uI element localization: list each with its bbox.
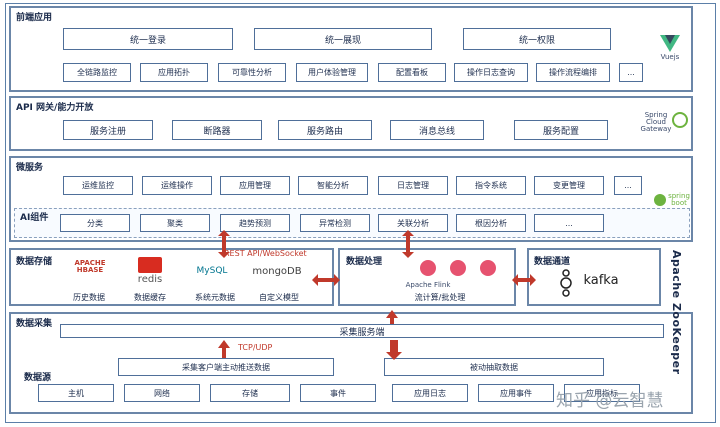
system-meta-label: 系统元数据	[195, 293, 235, 302]
service-routing-box: 服务路由	[278, 120, 372, 140]
channel-title: 数据通道	[534, 257, 571, 267]
unified-login-box: 统一登录	[63, 28, 233, 50]
storage-title: 数据存储	[16, 257, 53, 267]
tcp-udp-label: TCP/UDP	[238, 343, 273, 352]
microservice-more-box: ...	[614, 176, 642, 195]
app-mgmt-box: 应用管理	[220, 176, 290, 195]
frontend-title: 前端应用	[16, 13, 53, 23]
ai-title: AI组件	[20, 213, 49, 223]
storage-box: 存储	[210, 384, 290, 402]
spring-gateway-logo-text: Spring Cloud Gateway	[640, 111, 672, 133]
history-data-label: 历史数据	[73, 293, 105, 302]
client-push-box: 采集客户端主动推送数据	[118, 358, 334, 376]
zookeeper-label: Apache ZooKeeper	[670, 250, 683, 375]
smart-analysis-box: 智能分析	[298, 176, 368, 195]
ops-monitor-box: 运维监控	[63, 176, 133, 195]
service-registry-box: 服务注册	[63, 120, 153, 140]
service-config-box: 服务配置	[514, 120, 608, 140]
passive-extract-box: 被动抽取数据	[384, 358, 604, 376]
app-event-box: 应用事件	[478, 384, 554, 402]
network-box: 网络	[124, 384, 200, 402]
redis-logo-text: redis	[137, 274, 163, 285]
spring-boot-logo-text: spring boot	[668, 192, 690, 207]
unified-permission-box: 统一权限	[463, 28, 611, 50]
vue-logo-text: Vuejs	[660, 53, 680, 61]
root-cause-box: 根因分析	[456, 214, 526, 232]
ux-mgmt-box: 用户体验管理	[296, 63, 368, 82]
message-bus-box: 消息总线	[390, 120, 484, 140]
flink-logo-text: Apache Flink	[405, 281, 451, 289]
correlation-box: 关联分析	[378, 214, 448, 232]
hbase-logo: APACHE HBASE	[74, 259, 106, 274]
host-box: 主机	[38, 384, 114, 402]
app-metric-box: 应用指标	[564, 384, 640, 402]
ai-more-box: ...	[534, 214, 604, 232]
classification-box: 分类	[60, 214, 130, 232]
sources-title: 数据源	[24, 373, 52, 383]
processing-title: 数据处理	[346, 257, 383, 267]
oplog-query-box: 操作日志查询	[454, 63, 528, 82]
rest-api-label: REST API/WebSocket	[224, 249, 307, 258]
app-log-box: 应用日志	[392, 384, 468, 402]
channel-section	[527, 248, 661, 306]
circuit-breaker-box: 断路器	[172, 120, 262, 140]
custom-model-label: 自定义模型	[259, 293, 299, 302]
config-board-box: 配置看板	[378, 63, 446, 82]
clustering-box: 聚类	[140, 214, 210, 232]
storage-section	[9, 248, 334, 306]
processing-section	[338, 248, 516, 306]
watermark: 知乎 @云智慧	[556, 391, 664, 411]
op-orchestration-box: 操作流程编排	[536, 63, 610, 82]
anomaly-detect-box: 异常检测	[300, 214, 370, 232]
ops-operation-box: 运维操作	[142, 176, 212, 195]
gateway-title: API 网关/能力开放	[16, 103, 94, 113]
microservice-title: 微服务	[16, 163, 44, 173]
app-topology-box: 应用拓扑	[140, 63, 208, 82]
stream-batch-label: 流计算/批处理	[414, 293, 466, 302]
collect-server-box: 采集服务端	[60, 324, 664, 338]
change-mgmt-box: 变更管理	[534, 176, 604, 195]
cache-data-label: 数据缓存	[134, 293, 166, 302]
command-system-box: 指令系统	[456, 176, 526, 195]
mysql-logo: MySQL	[196, 266, 228, 276]
mongodb-logo: mongoDB	[252, 266, 302, 277]
reliability-box: 可靠性分析	[218, 63, 286, 82]
collection-title: 数据采集	[16, 319, 53, 329]
frontend-more-box: ...	[619, 63, 643, 82]
architecture-diagram	[5, 3, 716, 423]
kafka-logo-text: kafka	[583, 273, 619, 288]
fullchain-monitor-box: 全链路监控	[63, 63, 131, 82]
unified-display-box: 统一展现	[254, 28, 432, 50]
log-mgmt-box: 日志管理	[378, 176, 448, 195]
trend-forecast-box: 趋势预测	[220, 214, 290, 232]
event-box: 事件	[300, 384, 376, 402]
